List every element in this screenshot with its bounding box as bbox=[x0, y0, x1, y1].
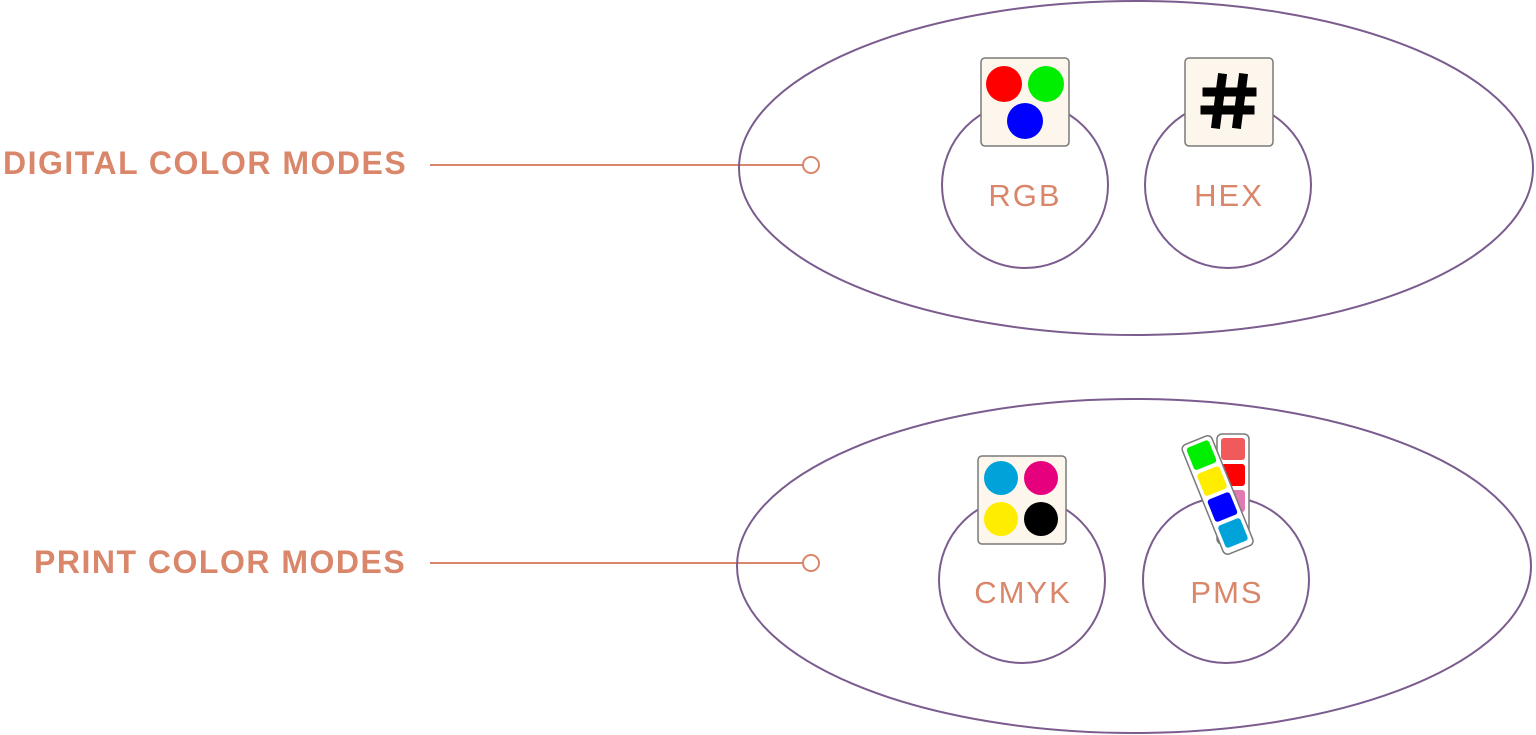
red-dot bbox=[986, 66, 1022, 102]
rgb-mode: RGB bbox=[941, 57, 1109, 269]
rgb-label: RGB bbox=[988, 178, 1061, 213]
print-group: CMYK PMS bbox=[430, 398, 1532, 734]
blue-dot bbox=[1007, 103, 1043, 139]
digital-group-ellipse bbox=[738, 0, 1534, 336]
hex-icon-tile bbox=[1184, 57, 1274, 147]
print-connector-dot bbox=[802, 554, 820, 572]
pms-mode: PMS bbox=[1142, 433, 1310, 664]
hex-label: HEX bbox=[1194, 178, 1264, 213]
cmyk-circles-icon bbox=[977, 455, 1067, 545]
print-group-ellipse bbox=[736, 398, 1532, 734]
digital-connector-dot bbox=[802, 156, 820, 174]
black-dot bbox=[1024, 502, 1058, 536]
hex-mode: HEX bbox=[1144, 57, 1312, 269]
print-color-modes-label: PRINT COLOR MODES bbox=[34, 544, 407, 580]
green-dot bbox=[1028, 66, 1064, 102]
hash-icon bbox=[1184, 57, 1274, 147]
front-swatch-strip bbox=[1181, 435, 1254, 555]
pantone-swatch-fan-icon bbox=[1181, 433, 1254, 555]
cmyk-mode: CMYK bbox=[938, 455, 1106, 664]
hash-glyph bbox=[1200, 72, 1257, 130]
rgb-circles-icon bbox=[980, 57, 1070, 147]
magenta-dot bbox=[1024, 461, 1058, 495]
cyan-dot bbox=[984, 461, 1018, 495]
digital-color-modes-label: DIGITAL COLOR MODES bbox=[3, 145, 408, 181]
cmyk-label: CMYK bbox=[974, 575, 1072, 610]
digital-group: RGB HEX bbox=[430, 0, 1534, 336]
pms-label: PMS bbox=[1190, 575, 1263, 610]
yellow-dot bbox=[984, 502, 1018, 536]
